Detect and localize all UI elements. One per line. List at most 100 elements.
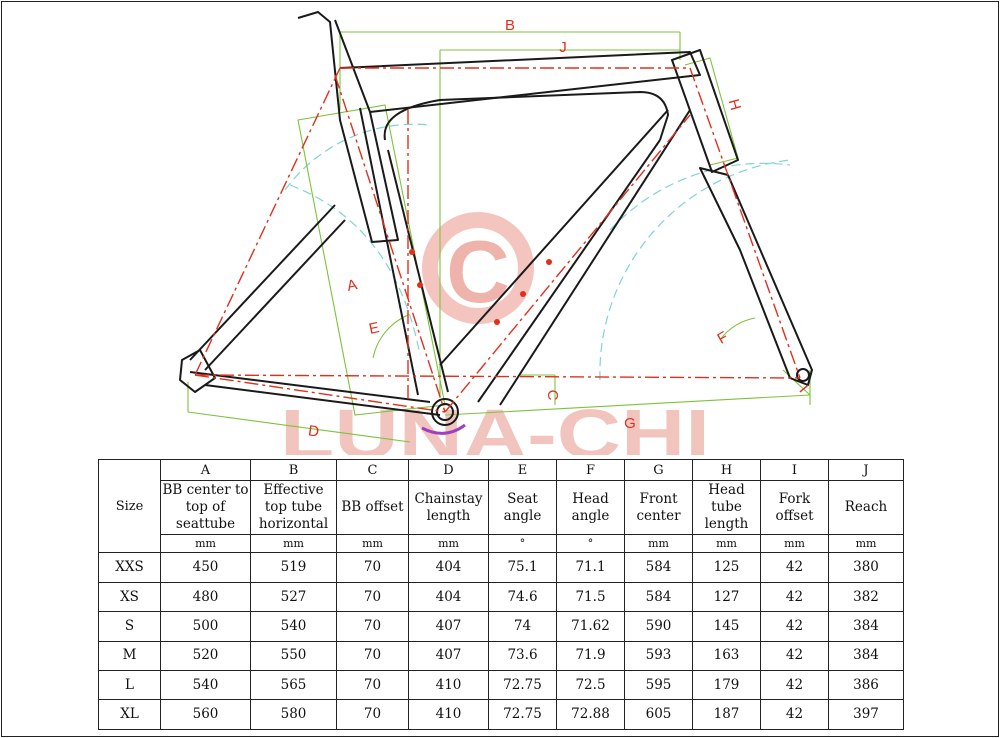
value-cell: 404 — [408, 552, 489, 583]
value-cell: 382 — [828, 581, 904, 613]
value-cell: 605 — [624, 699, 693, 730]
value-cell: 584 — [624, 552, 693, 583]
value-cell: 540 — [160, 670, 251, 701]
value-cell: 71.1 — [556, 552, 625, 583]
value-cell: 480 — [160, 581, 251, 613]
value-cell: 72.5 — [556, 670, 625, 701]
value-cell: 42 — [760, 611, 829, 642]
value-cell: 386 — [828, 670, 904, 701]
value-cell: 520 — [160, 640, 251, 672]
size-cell: XS — [98, 581, 161, 613]
column-unit: mm — [250, 534, 337, 554]
value-cell: 125 — [692, 552, 761, 583]
column-unit: mm — [624, 534, 693, 554]
column-letter: B — [250, 458, 337, 482]
bb-arrow — [421, 423, 466, 435]
value-cell: 70 — [336, 670, 409, 701]
watermark-logo: C — [422, 212, 534, 324]
value-cell: 560 — [160, 699, 251, 730]
value-cell: 72.88 — [556, 699, 625, 730]
value-cell: 380 — [828, 552, 904, 583]
value-cell: 540 — [250, 611, 337, 642]
column-letter: C — [336, 458, 409, 482]
value-cell: 593 — [624, 640, 693, 672]
value-cell: 71.5 — [556, 581, 625, 613]
value-cell: 550 — [250, 640, 337, 672]
value-cell: 410 — [408, 699, 489, 730]
value-cell: 70 — [336, 699, 409, 730]
dim-label-g: G — [624, 415, 636, 432]
value-cell: 527 — [250, 581, 337, 613]
size-cell: L — [98, 670, 161, 701]
value-cell: 74.6 — [488, 581, 557, 613]
value-cell: 565 — [250, 670, 337, 701]
column-description-text: Head angle — [571, 490, 610, 524]
value-cell: 42 — [760, 552, 829, 583]
column-description: Chainstay length — [408, 480, 489, 536]
value-cell: 519 — [250, 552, 337, 583]
column-letter: H — [692, 458, 761, 482]
dim-label-c: C — [544, 390, 561, 401]
value-cell: 42 — [760, 640, 829, 672]
frame-outline — [179, 11, 813, 426]
dim-label-e: E — [367, 319, 380, 338]
dim-label-d: D — [307, 422, 320, 440]
dim-label-a: A — [345, 276, 358, 295]
value-cell: 384 — [828, 640, 904, 672]
column-description: Head angle — [556, 480, 625, 536]
value-cell: 145 — [692, 611, 761, 642]
value-cell: 70 — [336, 640, 409, 672]
value-cell: 71.62 — [556, 611, 625, 642]
value-cell: 410 — [408, 670, 489, 701]
value-cell: 42 — [760, 670, 829, 701]
column-unit: mm — [760, 534, 829, 554]
column-description-text: Fork offset — [775, 490, 814, 524]
size-header: Size — [98, 458, 161, 554]
value-cell: 71.9 — [556, 640, 625, 672]
column-description-text: Effective top tube horizontal — [258, 482, 329, 533]
column-letter: E — [488, 458, 557, 482]
value-cell: 584 — [624, 581, 693, 613]
dim-label-h: H — [725, 97, 744, 112]
value-cell: 70 — [336, 552, 409, 583]
column-unit: ° — [556, 534, 625, 554]
column-description-text: Head tube length — [704, 482, 749, 533]
value-cell: 42 — [760, 699, 829, 730]
column-letter: I — [760, 458, 829, 482]
dim-label-f: F — [715, 328, 731, 347]
value-cell: 70 — [336, 581, 409, 613]
column-description-text: BB center to top of seattube — [162, 482, 249, 533]
column-unit: mm — [692, 534, 761, 554]
column-description-text: Chainstay length — [414, 490, 483, 524]
column-letter: F — [556, 458, 625, 482]
column-unit: mm — [408, 534, 489, 554]
value-cell: 187 — [692, 699, 761, 730]
column-description-text: Seat angle — [503, 490, 542, 524]
column-letter: J — [828, 458, 904, 482]
column-description: Reach — [828, 480, 904, 536]
value-cell: 397 — [828, 699, 904, 730]
column-letter: A — [160, 458, 251, 482]
value-cell: 404 — [408, 581, 489, 613]
value-cell: 72.75 — [488, 670, 557, 701]
dim-label-b: B — [505, 17, 515, 34]
column-unit: mm — [160, 534, 251, 554]
value-cell: 580 — [250, 699, 337, 730]
column-description: Effective top tube horizontal — [250, 480, 337, 536]
size-cell: M — [98, 640, 161, 672]
column-description-text: Reach — [844, 499, 888, 516]
watermark-brand: LUNA-CHI — [280, 395, 710, 455]
watermark-logo-letter: C — [446, 222, 510, 321]
value-cell: 42 — [760, 581, 829, 613]
column-description: BB center to top of seattube — [160, 480, 251, 536]
dim-label-j: J — [559, 39, 567, 56]
